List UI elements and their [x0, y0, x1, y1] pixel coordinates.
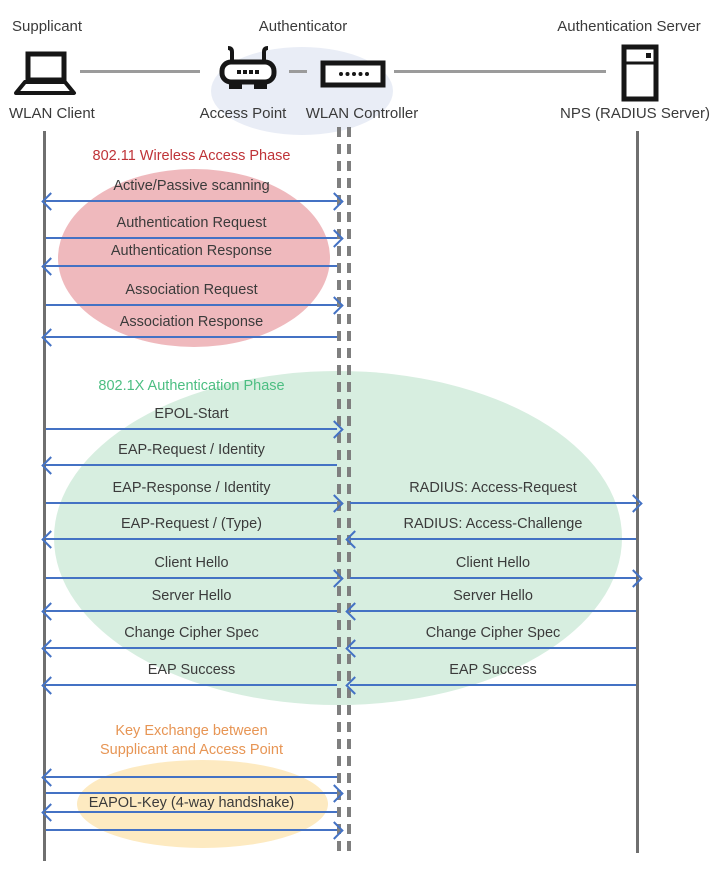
message-label-association-request: Association Request: [125, 282, 258, 298]
node-label-wlan-client: WLAN Client: [9, 105, 95, 122]
node-label-access-point: Access Point: [199, 105, 287, 122]
message-label-authentication-request: Authentication Request: [116, 215, 267, 231]
message-arrow-arrow-22: [46, 829, 337, 831]
message-label-active-passive-scanning: Active/Passive scanning: [113, 178, 270, 194]
message-label-eap-success: EAP Success: [449, 662, 537, 678]
phase1-title: 802.11 Wireless Access Phase: [92, 148, 291, 164]
message-arrow-authentication-response: [46, 265, 337, 267]
phase3-title-line1: Key Exchange between: [115, 723, 268, 739]
connector-controller-server: [394, 70, 606, 73]
access-point-icon: [219, 46, 277, 89]
phase3-title-line2: Supplicant and Access Point: [100, 742, 283, 758]
message-arrow-eap-response-identity: [46, 502, 337, 504]
connector-client-ap: [80, 70, 200, 73]
message-label-server-hello: Server Hello: [151, 588, 232, 604]
node-label-wlan-controller: WLAN Controller: [305, 105, 419, 122]
message-arrow-change-cipher-spec: [350, 647, 636, 649]
message-arrow-server-hello: [46, 610, 337, 612]
message-label-client-hello: Client Hello: [455, 555, 531, 571]
role-label-authenticator: Authenticator: [258, 18, 348, 35]
message-label-eapol-key-4-way-handshake: EAPOL-Key (4-way handshake): [88, 795, 295, 811]
message-label-change-cipher-spec: Change Cipher Spec: [124, 625, 259, 641]
message-label-eap-request-type: EAP-Request / (Type): [120, 516, 263, 532]
message-arrow-eap-success: [350, 684, 636, 686]
message-arrow-arrow-20: [46, 792, 337, 794]
laptop-icon: [14, 51, 76, 95]
lifeline-radius-server: [636, 131, 639, 853]
message-arrow-active-passive-scanning: [46, 200, 337, 202]
message-label-server-hello: Server Hello: [453, 588, 533, 604]
lifeline-wlan-client: [43, 131, 46, 861]
message-label-radius-access-challenge: RADIUS: Access-Challenge: [403, 516, 583, 532]
phase2-title: 802.1X Authentication Phase: [98, 378, 285, 394]
arrowhead-right-icon: [624, 569, 643, 588]
message-label-client-hello: Client Hello: [154, 555, 229, 571]
wlan-controller-icon: [320, 60, 386, 88]
phase3-title: Key Exchange between Supplicant and Acce…: [46, 722, 337, 760]
message-arrow-radius-access-challenge: [350, 538, 636, 540]
node-label-nps-radius-server: NPS (RADIUS Server): [559, 105, 711, 122]
message-arrow-eap-request-type: [46, 538, 337, 540]
message-arrow-eapol-key-4-way-handshake: [46, 811, 337, 813]
message-arrow-association-request: [46, 304, 337, 306]
arrowhead-right-icon: [624, 494, 643, 513]
message-arrow-epol-start: [46, 428, 337, 430]
message-label-radius-access-request: RADIUS: Access-Request: [409, 480, 577, 496]
message-label-eap-success: EAP Success: [147, 662, 236, 678]
message-label-epol-start: EPOL-Start: [154, 406, 229, 422]
message-arrow-eap-success: [46, 684, 337, 686]
server-icon: [621, 44, 659, 102]
message-arrow-eap-request-identity: [46, 464, 337, 466]
lifeline-controller-right: [347, 127, 351, 853]
message-label-eap-request-identity: EAP-Request / Identity: [118, 442, 265, 458]
message-arrow-change-cipher-spec: [46, 647, 337, 649]
message-label-authentication-response: Authentication Response: [110, 243, 273, 259]
message-arrow-server-hello: [350, 610, 636, 612]
message-arrow-client-hello: [46, 577, 337, 579]
message-arrow-radius-access-request: [350, 502, 636, 504]
message-arrow-authentication-request: [46, 237, 337, 239]
lifeline-controller-left: [337, 127, 341, 853]
message-arrow-arrow-19: [46, 776, 337, 778]
connector-ap-controller: [289, 70, 307, 73]
message-arrow-association-response: [46, 336, 337, 338]
message-label-eap-response-identity: EAP-Response / Identity: [112, 480, 271, 496]
phase3-ellipse: [77, 760, 328, 848]
role-label-supplicant: Supplicant: [12, 18, 83, 35]
role-label-authentication-server: Authentication Server: [557, 18, 701, 35]
message-label-change-cipher-spec: Change Cipher Spec: [425, 625, 561, 641]
phase1-ellipse: [58, 169, 330, 347]
message-arrow-client-hello: [350, 577, 636, 579]
message-label-association-response: Association Response: [119, 314, 264, 330]
